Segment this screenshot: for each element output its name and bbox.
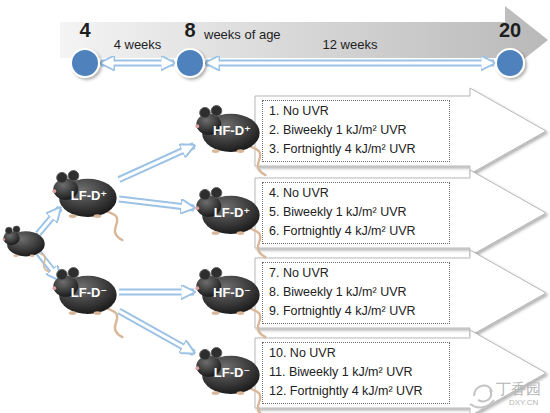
connector-inner [119, 311, 185, 348]
timeline-band [60, 6, 548, 74]
treatment-item: 2. Biweekly 1 kJ/m² UVR [269, 121, 443, 140]
treatment-item: 11. Biweekly 1 kJ/m² UVR [269, 363, 443, 382]
diet-label: LF-D⁺ [194, 188, 262, 236]
week-number: 20 [474, 19, 546, 42]
connector-arrow [206, 63, 494, 64]
edge-label: 12 weeks [323, 37, 378, 52]
group-arrow [255, 330, 546, 413]
connector-arrow [119, 292, 194, 293]
mouse-illustration [3, 226, 49, 272]
mouse-group: LF-D⁻ [51, 268, 119, 316]
connector-outline [119, 289, 194, 296]
treatment-box: 1. No UVR2. Biweekly 1 kJ/m² UVR3. Fortn… [262, 100, 450, 162]
connector-outline [119, 311, 194, 353]
diet-label: HF-D⁺ [194, 106, 262, 154]
treatment-box: 4. No UVR5. Biweekly 1 kJ/m² UVR6. Fortn… [262, 182, 450, 244]
watermark: DXY.CN [509, 398, 538, 407]
circle-shape [496, 49, 524, 77]
connector-arrow [119, 145, 194, 179]
timeline-circle: 4 [69, 47, 101, 79]
watermark-logo [470, 386, 494, 408]
axis-label: weeks of age [204, 27, 281, 42]
treatment-box: 10. No UVR11. Biweekly 1 kJ/m² UVR12. Fo… [262, 342, 450, 404]
circle-shape [494, 47, 526, 79]
diet-label: LF-D⁻ [194, 348, 262, 396]
mouse-shape [195, 268, 265, 338]
split-arrow [38, 208, 60, 234]
circle-shape [71, 49, 99, 77]
week-number: 4 [49, 19, 121, 42]
connector-outline [206, 60, 494, 67]
mouse-shape [52, 171, 122, 241]
mouse-shape [195, 106, 265, 176]
connector-inner [119, 150, 185, 180]
treatment-item: 10. No UVR [269, 344, 443, 363]
connector-inner [119, 291, 184, 294]
connector-arrow [119, 199, 194, 208]
timeline-circle: 20 [494, 47, 526, 79]
mouse-shape [195, 348, 265, 413]
circle-shape [174, 47, 206, 79]
watermark: 丁香园 [496, 380, 541, 399]
connector-outline [101, 60, 174, 67]
connector-arrow [101, 63, 174, 64]
edge-label: 4 weeks [114, 37, 162, 52]
mouse-shape [195, 188, 265, 258]
mouse-group: LF-D⁺ [51, 171, 119, 219]
mouse-group: HF-D⁻ [194, 268, 262, 316]
connector-outline [119, 199, 194, 208]
circle-shape [176, 49, 204, 77]
connector-inner [111, 62, 164, 65]
group-arrow [255, 88, 546, 174]
connector-inner [216, 62, 484, 65]
connector-outline [119, 145, 194, 179]
mouse-group: LF-D⁺ [194, 188, 262, 236]
treatment-item: 7. No UVR [269, 264, 443, 283]
diet-label: LF-D⁺ [51, 171, 119, 219]
timeline-circle: 8 [174, 47, 206, 79]
treatment-item: 8. Biweekly 1 kJ/m² UVR [269, 283, 443, 302]
connector-inner [119, 199, 184, 207]
treatment-item: 9. Fortnightly 4 kJ/m² UVR [269, 302, 443, 321]
connector-arrow [119, 311, 194, 353]
treatment-item: 4. No UVR [269, 184, 443, 203]
diet-label: LF-D⁻ [51, 268, 119, 316]
mouse-group: HF-D⁺ [194, 106, 262, 154]
circle-shape [69, 47, 101, 79]
treatment-item: 1. No UVR [269, 102, 443, 121]
treatment-box: 7. No UVR8. Biweekly 1 kJ/m² UVR9. Fortn… [262, 262, 450, 324]
treatment-item: 5. Biweekly 1 kJ/m² UVR [269, 203, 443, 222]
group-arrow [255, 250, 546, 336]
treatment-item: 12. Fortnightly 4 kJ/m² UVR [269, 382, 443, 401]
diet-label: HF-D⁻ [194, 268, 262, 316]
mouse-group: LF-D⁻ [194, 348, 262, 396]
group-arrow [255, 170, 546, 256]
treatment-item: 6. Fortnightly 4 kJ/m² UVR [269, 222, 443, 241]
mouse-shape [52, 268, 122, 338]
treatment-item: 3. Fortnightly 4 kJ/m² UVR [269, 140, 443, 159]
